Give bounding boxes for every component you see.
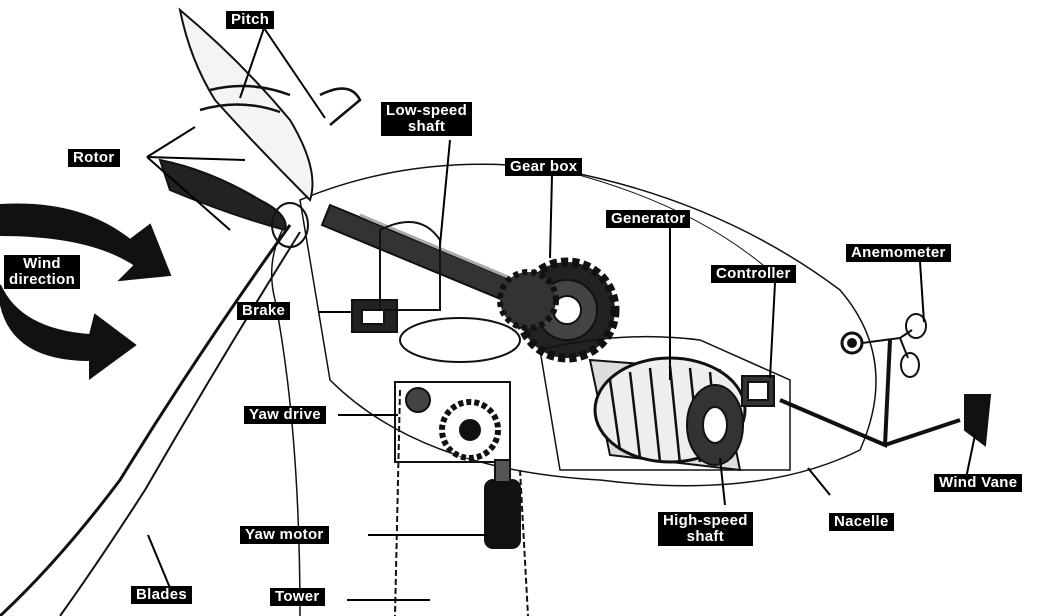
low-speed-shaft-body [322,205,525,305]
label-low-speed-shaft: Low-speed shaft [381,102,472,136]
label-nacelle: Nacelle [829,513,894,531]
label-gear-box: Gear box [505,158,582,176]
label-yaw-drive: Yaw drive [244,406,326,424]
label-rotor: Rotor [68,149,120,167]
label-wind-direction: Wind direction [4,255,80,289]
label-yaw-motor: Yaw motor [240,526,329,544]
label-high-speed-shaft: High-speed shaft [658,512,753,546]
label-anemometer: Anemometer [846,244,951,262]
label-brake: Brake [237,302,290,320]
label-pitch: Pitch [226,11,274,29]
label-generator: Generator [606,210,690,228]
label-controller: Controller [711,265,796,283]
wind-vane-fin [965,395,990,445]
generator-body [590,358,745,470]
label-wind-vane: Wind Vane [934,474,1022,492]
label-tower: Tower [270,588,325,606]
yaw-motor-body [485,480,520,548]
label-blades: Blades [131,586,192,604]
wind-arrow-lower [0,285,135,378]
